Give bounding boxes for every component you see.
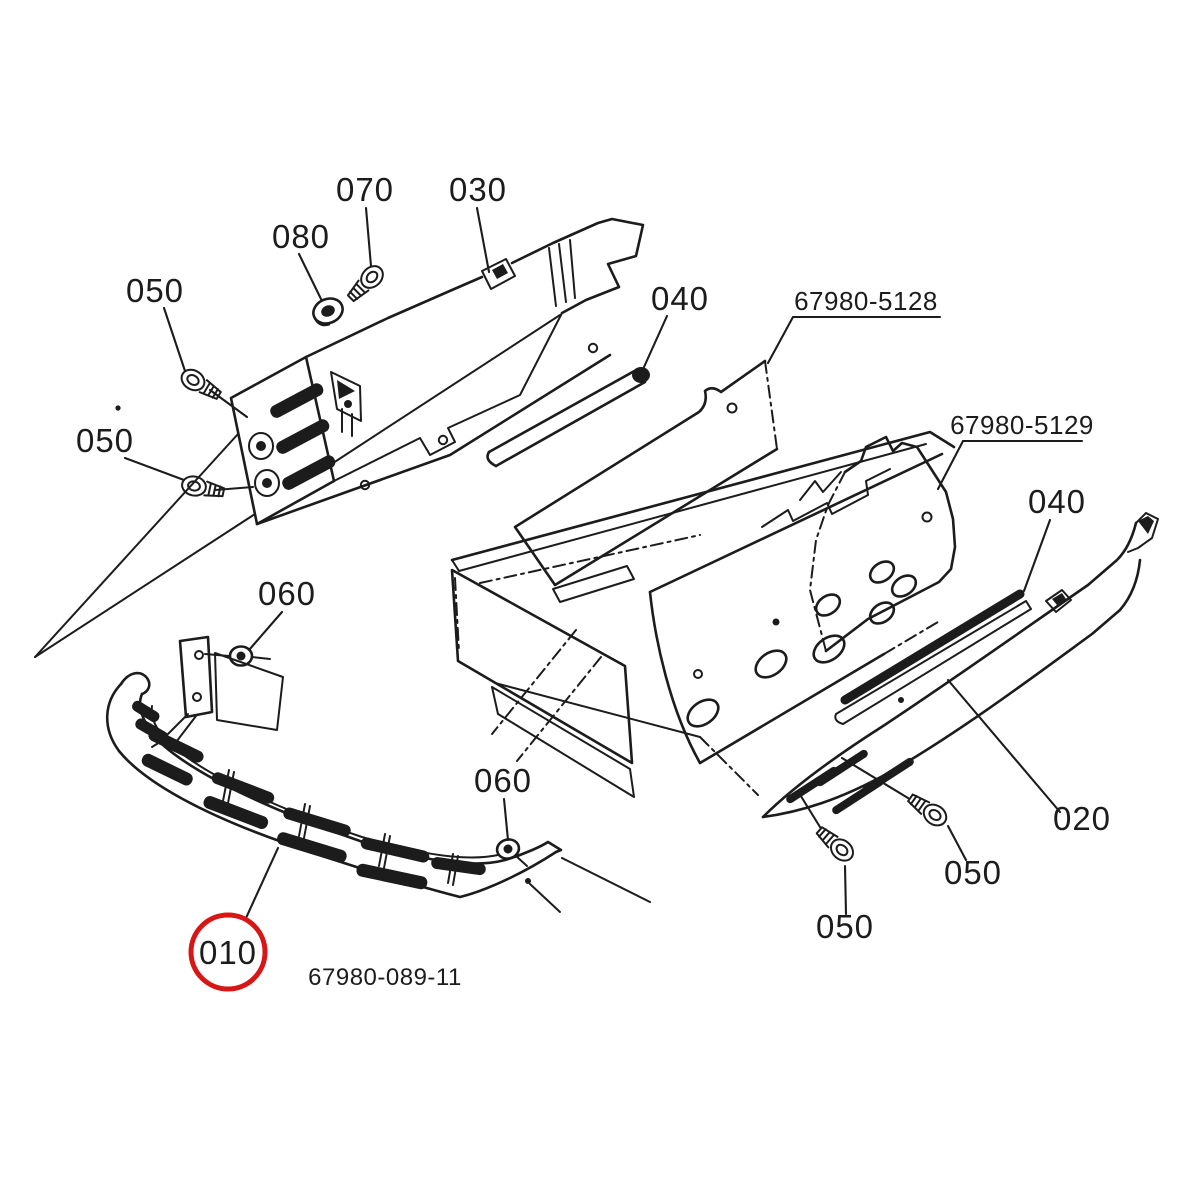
callout-060-lower: 060 [474, 762, 532, 799]
nut-060-lower-part [495, 838, 528, 867]
left-cover-030-part [229, 217, 645, 526]
bolt-070-part [346, 265, 384, 303]
callout-070: 070 [336, 171, 394, 208]
right-cover-020-part [761, 512, 1159, 819]
strip-040-right-part [834, 589, 1032, 725]
panel-67980-5129-part [808, 435, 957, 653]
strip-040-left-part [486, 367, 650, 468]
washer-080-part [312, 297, 344, 327]
bolt-050-mid-left-part [181, 475, 226, 498]
callout-030: 030 [449, 171, 507, 208]
frame-holes [686, 560, 918, 728]
callout-050-bottom: 050 [816, 908, 874, 945]
callout-020: 020 [1053, 800, 1111, 837]
callout-050-mid-left: 050 [76, 422, 134, 459]
bolt-050-bottom-part [815, 826, 854, 862]
callout-040-right: 040 [1028, 483, 1086, 520]
projection-dash-lines [479, 534, 759, 796]
projection-wedge-lines [34, 314, 561, 658]
highlight-circle-010 [188, 912, 268, 992]
panel-67980-5128-part [513, 359, 779, 587]
frame-box-part [450, 430, 956, 798]
part-number-67980-5128: 67980-5128 [794, 286, 938, 316]
callout-050-right: 050 [944, 854, 1002, 891]
bolt-050-right-part [907, 793, 948, 827]
nut-060-upper-part [204, 645, 271, 667]
callout-060-upper: 060 [258, 575, 316, 612]
callout-040-left: 040 [651, 280, 709, 317]
reference-dot [115, 405, 121, 411]
callout-010: 010 [199, 934, 257, 971]
part-number-67980-089-11: 67980-089-11 [308, 964, 462, 991]
bumper-010-part [105, 635, 651, 913]
leader-lines [123, 206, 1084, 920]
part-number-67980-5129: 67980-5129 [950, 410, 1094, 440]
callout-080: 080 [272, 218, 330, 255]
callout-050-upper-left: 050 [126, 272, 184, 309]
